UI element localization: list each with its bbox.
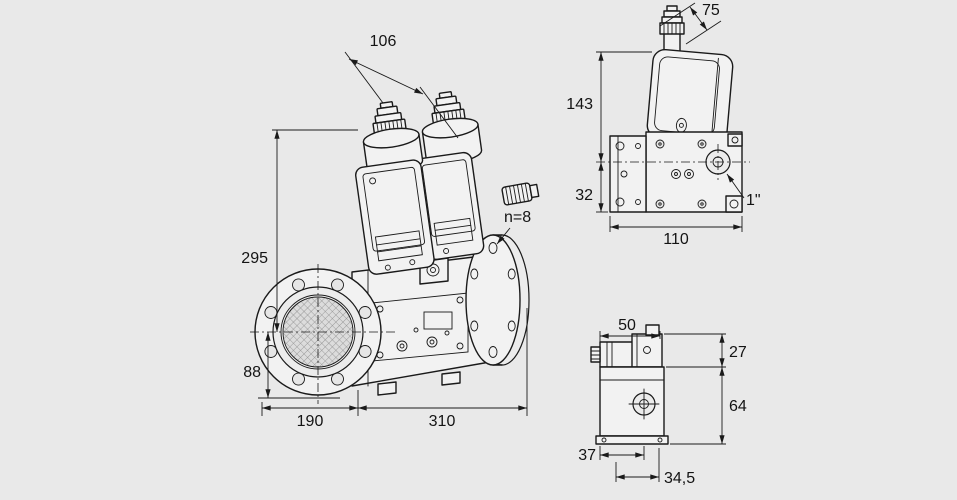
dimension-50: 50 [599,317,661,343]
dim-label-310: 310 [429,413,456,430]
dim-label-50: 50 [618,317,636,334]
dim-label-37: 37 [578,447,596,464]
dim-label-143: 143 [566,96,593,113]
detail-view: 50 27 64 37 34,5 [578,317,747,487]
dimension-106: 106 [344,33,459,139]
dim-label-75: 75 [702,2,720,19]
main-centerlines [250,264,398,404]
detail-coil [590,341,635,368]
dim-label-64: 64 [729,398,747,415]
dimension-110: 110 [609,216,743,248]
side-centerlines [596,144,750,180]
side-cap [659,5,685,55]
note-label-n8: n=8 [504,209,531,226]
side-view: 75 143 32 110 1" [566,2,760,248]
side-coil [646,48,734,144]
dimension-27: 27 [664,333,747,368]
side-body [609,131,743,213]
port-size-note: 1" [726,173,761,209]
dimension-37: 37 [578,446,645,464]
dim-label-106: 106 [370,33,397,50]
dim-label-32: 32 [575,187,593,204]
detail-body [595,366,669,445]
actuator-housing-1 [355,159,435,275]
dim-label-27: 27 [729,344,747,361]
dim-label-295: 295 [241,250,268,267]
dimension-64: 64 [670,367,747,445]
dimension-32: 32 [575,162,608,213]
dim-label-34-5: 34,5 [664,470,695,487]
dimension-75: 75 [659,2,722,45]
connector-plug [631,324,663,368]
knurled-fitting [501,182,540,206]
dimension-34-5: 34,5 [615,448,695,487]
dimension-143: 143 [566,51,652,162]
dimension-190: 190 [261,390,359,430]
actuator-housing-2 [415,151,485,261]
bolt-count-note: n=8 [496,209,531,245]
dimension-88: 88 [243,332,340,399]
main-view: 106 295 88 190 310 n=8 [241,33,540,430]
note-label-port-size: 1" [746,192,761,209]
dim-label-88: 88 [243,364,261,381]
dim-label-190: 190 [297,413,324,430]
dimension-295: 295 [241,129,358,332]
rear-flange [465,234,530,366]
dimension-310: 310 [358,308,528,430]
dim-label-110: 110 [663,231,689,248]
